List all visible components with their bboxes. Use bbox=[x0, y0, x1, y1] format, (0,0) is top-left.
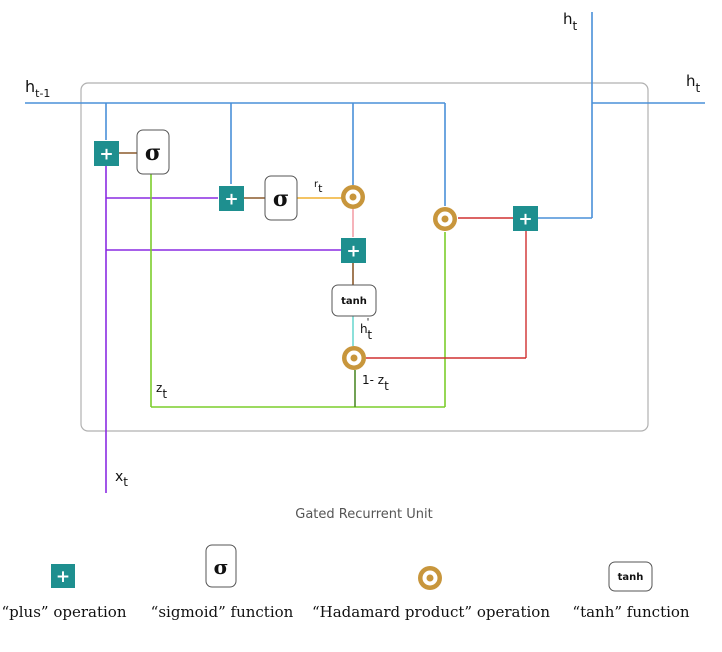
update-gate-wires bbox=[150, 174, 446, 408]
label-r: rt bbox=[314, 179, 323, 195]
legend-sigmoid-icon: σ bbox=[205, 544, 237, 588]
svg-text:σ: σ bbox=[214, 555, 229, 579]
svg-text:σ: σ bbox=[273, 186, 289, 212]
legend-sigmoid-label: “sigmoid” function bbox=[151, 603, 294, 621]
legend-plus-icon: + bbox=[51, 564, 75, 588]
hadamard-node-update bbox=[433, 207, 457, 231]
svg-text:+: + bbox=[99, 145, 113, 165]
cell-frame bbox=[80, 82, 649, 432]
legend-tanh-icon: tanh bbox=[608, 561, 653, 592]
input-wires bbox=[105, 165, 341, 493]
label-h-out-top: ht bbox=[563, 10, 578, 33]
sigmoid-node-reset: σ bbox=[264, 175, 298, 221]
label-one-minus-z: 1- zt bbox=[362, 373, 389, 393]
sigmoid-node-update: σ bbox=[136, 129, 170, 175]
legend-tanh-label: “tanh” function bbox=[572, 603, 690, 621]
label-x: xt bbox=[115, 469, 128, 489]
label-z: zt bbox=[156, 381, 167, 401]
svg-text:+: + bbox=[224, 190, 238, 210]
svg-text:tanh: tanh bbox=[341, 296, 367, 307]
legend: + “plus” operation σ “sigmoid” function … bbox=[1, 544, 690, 621]
hadamard-node-reset bbox=[341, 185, 365, 209]
svg-text:tanh: tanh bbox=[618, 572, 644, 583]
label-h-out-right: ht bbox=[686, 72, 701, 95]
output-wires bbox=[366, 217, 527, 359]
svg-text:+: + bbox=[56, 567, 70, 587]
svg-text:σ: σ bbox=[145, 140, 161, 166]
hadamard-node-candidate bbox=[342, 346, 366, 370]
plus-node-update: + bbox=[94, 141, 119, 166]
hidden-state-wires bbox=[25, 12, 705, 219]
svg-text:+: + bbox=[518, 210, 532, 230]
svg-text:+: + bbox=[346, 242, 360, 262]
plus-node-output: + bbox=[513, 206, 538, 231]
tanh-node: tanh bbox=[331, 284, 377, 317]
plus-node-candidate: + bbox=[341, 238, 366, 263]
legend-hadamard-icon bbox=[418, 566, 442, 590]
diagram-caption: Gated Recurrent Unit bbox=[295, 507, 432, 522]
legend-hadamard-label: “Hadamard product” operation bbox=[312, 603, 550, 621]
gate-connectors bbox=[119, 152, 354, 285]
legend-plus-label: “plus” operation bbox=[1, 603, 126, 621]
label-h-prev: ht-1 bbox=[25, 77, 50, 100]
label-h-candidate: h't bbox=[360, 317, 372, 342]
plus-node-reset: + bbox=[219, 186, 244, 211]
